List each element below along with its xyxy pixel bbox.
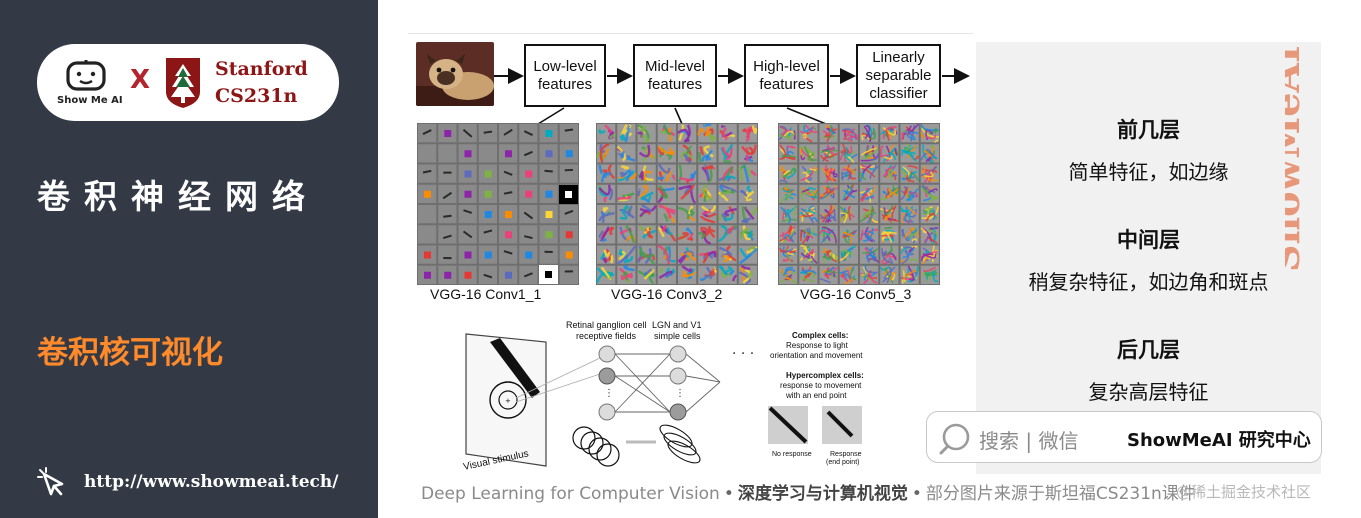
search-bar[interactable]: 搜索 | 微信 ShowMeAI 研究中心 — [926, 411, 1322, 463]
filter-cell — [438, 225, 457, 244]
website-link[interactable]: http://www.showmeai.tech/ — [84, 472, 339, 492]
filter-cell — [718, 124, 737, 143]
cursor-click-icon — [37, 467, 64, 496]
section-late-head: 后几层 — [1117, 338, 1180, 362]
flow-high-level-label: High-level features — [753, 57, 820, 93]
showmeai-watermark: ShowMeAI — [1285, 45, 1308, 272]
caption-conv3: VGG-16 Conv3_2 — [611, 286, 723, 302]
filter-cell — [438, 144, 457, 163]
showmeai-name: Show Me AI — [57, 95, 123, 106]
lgn-line1: LGN and V1 — [652, 320, 702, 330]
section-early-desc: 简单特征，如边缘 — [1068, 160, 1229, 184]
visual-cortex-diagram: + Visual stimulus Retinal ganglion cell … — [462, 320, 864, 473]
showmeai-robot-icon — [66, 60, 106, 91]
slide: Low-level features Mid-level features Hi… — [380, 0, 1361, 518]
svg-text:⋮: ⋮ — [604, 388, 614, 399]
section-middle-desc: 稍复杂特征，如边角和斑点 — [1028, 270, 1269, 294]
filter-cell — [418, 164, 437, 183]
caption-conv5: VGG-16 Conv5_3 — [800, 286, 912, 302]
flow-mid-level: Mid-level features — [633, 44, 717, 107]
corner-watermark: @稀土掘金技术社区 — [1176, 483, 1312, 501]
svg-text:LGN and V1 simple cells: LGN and V1 simple cells — [652, 320, 704, 341]
flow-mid-level-label: Mid-level features — [644, 57, 705, 93]
filter-cell — [539, 245, 558, 264]
footer-en: Deep Learning for Computer Vision — [421, 484, 720, 504]
caption-conv1: VGG-16 Conv1_1 — [430, 286, 542, 302]
dog-photo — [416, 42, 494, 106]
footer: Deep Learning for Computer Vision•深度学习与计… — [421, 484, 1196, 504]
svg-text:Retinal ganglion cell re: Retinal ganglion cell receptive fields — [566, 320, 649, 341]
footer-note: 部分图片来源于斯坦福CS231n课件 — [925, 484, 1196, 504]
watermark-text: ShowMeAI — [1285, 45, 1308, 272]
section-late-desc: 复杂高层特征 — [1088, 380, 1209, 404]
flow-low-level: Low-level features — [524, 44, 606, 107]
filter-cell — [559, 265, 578, 284]
filter-cell — [559, 164, 578, 183]
filter-cell — [698, 184, 717, 203]
stanford-line2: CS231n — [215, 85, 298, 107]
filter-cell — [738, 164, 757, 183]
stanford-tree-icon — [166, 58, 200, 108]
filter-cell — [418, 144, 437, 163]
search-hint: 搜索 | 微信 — [979, 429, 1079, 453]
filter-grid-conv5 — [778, 123, 940, 285]
filter-cell — [418, 205, 437, 224]
flow-high-level: High-level features — [744, 44, 829, 107]
flow-low-level-label: Low-level features — [533, 57, 597, 93]
stanford-line1: Stanford — [215, 58, 308, 80]
filter-cell — [519, 225, 538, 244]
retinal-line1: Retinal ganglion cell — [566, 320, 647, 330]
flow-classifier: Linearly separable classifier — [856, 44, 941, 107]
info-panel: 前几层 简单特征，如边缘 中间层 稍复杂特征，如边角和斑点 后几层 复杂高层特征 — [976, 42, 1321, 474]
svg-text:· · ·: · · · — [732, 346, 754, 362]
svg-text:⋮: ⋮ — [675, 388, 685, 399]
divider — [408, 33, 973, 34]
svg-text:Response(end point): Response(end point) — [826, 451, 862, 466]
filter-cell — [499, 245, 518, 264]
times-mark: X — [130, 65, 151, 95]
search-icon — [939, 423, 970, 455]
lgn-line2: simple cells — [654, 331, 701, 341]
stanford-course: Stanford CS231n — [215, 56, 308, 110]
filter-cell — [478, 225, 497, 244]
filter-cell — [519, 205, 538, 224]
section-middle-head: 中间层 — [1117, 228, 1180, 252]
sidebar: Show Me AI X Stanford CS231n 卷积神经网络 卷积核可… — [0, 0, 378, 518]
svg-text:+: + — [505, 397, 511, 405]
filter-cell — [559, 205, 578, 224]
section-early-head: 前几层 — [1117, 118, 1180, 142]
hyper-title: Hypercomplex cells: — [786, 371, 864, 380]
logo-card[interactable]: Show Me AI X Stanford CS231n — [37, 44, 339, 121]
no-response-label: No response — [772, 451, 812, 458]
filter-cell — [559, 124, 578, 143]
filter-cell — [539, 164, 558, 183]
topic-subtitle: 卷积核可视化 — [37, 335, 223, 371]
filter-grid-conv3 — [596, 123, 758, 285]
footer-cn: 深度学习与计算机视觉 — [737, 484, 908, 504]
filter-cell — [418, 225, 437, 244]
filter-cell — [438, 205, 457, 224]
filter-grid-conv1 — [417, 123, 579, 285]
retinal-line2: receptive fields — [576, 331, 637, 341]
filter-cell — [438, 184, 457, 203]
filter-cell — [478, 265, 497, 284]
filter-cell — [478, 144, 497, 163]
complex-title: Complex cells: — [792, 331, 848, 340]
filter-cell — [458, 205, 477, 224]
filter-cell — [438, 245, 457, 264]
topic-title: 卷积神经网络 — [37, 177, 319, 216]
search-brand: ShowMeAI 研究中心 — [1127, 430, 1311, 451]
flow-classifier-label: Linearly separable classifier — [865, 48, 932, 102]
